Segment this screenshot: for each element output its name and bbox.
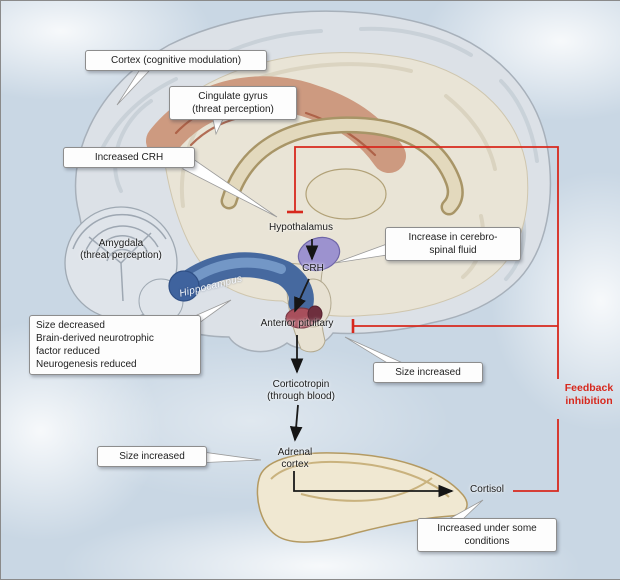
callout-cerebrospinal-fluid: Increase in cerebro- spinal fluid [385, 227, 521, 261]
label-corticotropin: Corticotropin (through blood) [267, 379, 335, 402]
hpa-arrows [289, 239, 454, 498]
callout-cingulate-gyrus: Cingulate gyrus (threat perception) [169, 86, 297, 120]
pituitary-shape [285, 305, 323, 329]
label-crh: CRH [302, 263, 324, 274]
callout-adrenal-size-increased: Size increased [97, 446, 207, 467]
cerebellum [64, 206, 184, 324]
callout-pituitary-size-increased: Size increased [373, 362, 483, 383]
callout-leader-lines [116, 70, 484, 520]
label-hypothalamus: Hypothalamus [269, 222, 333, 233]
corpus-callosum [220, 116, 464, 216]
hippocampus-shape [168, 252, 314, 316]
amygdala-shape [168, 270, 200, 302]
feedback-inhibition-lines [287, 146, 559, 492]
label-cortisol: Cortisol [470, 484, 504, 495]
callout-increased-crh: Increased CRH [63, 147, 195, 168]
callout-cortisol-note: Increased under some conditions [417, 518, 557, 552]
label-adrenal-cortex: Adrenal cortex [277, 447, 313, 470]
label-amygdala: Amygdala (threat perception) [80, 238, 162, 261]
adrenal-kidney-shape [256, 452, 468, 543]
thalamus [305, 168, 387, 220]
label-feedback-inhibition: Feedback inhibition [564, 382, 614, 408]
label-anterior-pituitary: Anterior pituitary [260, 318, 334, 329]
cortex-gyri [99, 26, 539, 281]
callout-hippocampus-effects: Size decreased Brain-derived neurotrophi… [29, 315, 201, 375]
callout-cortex: Cortex (cognitive modulation) [85, 50, 267, 71]
